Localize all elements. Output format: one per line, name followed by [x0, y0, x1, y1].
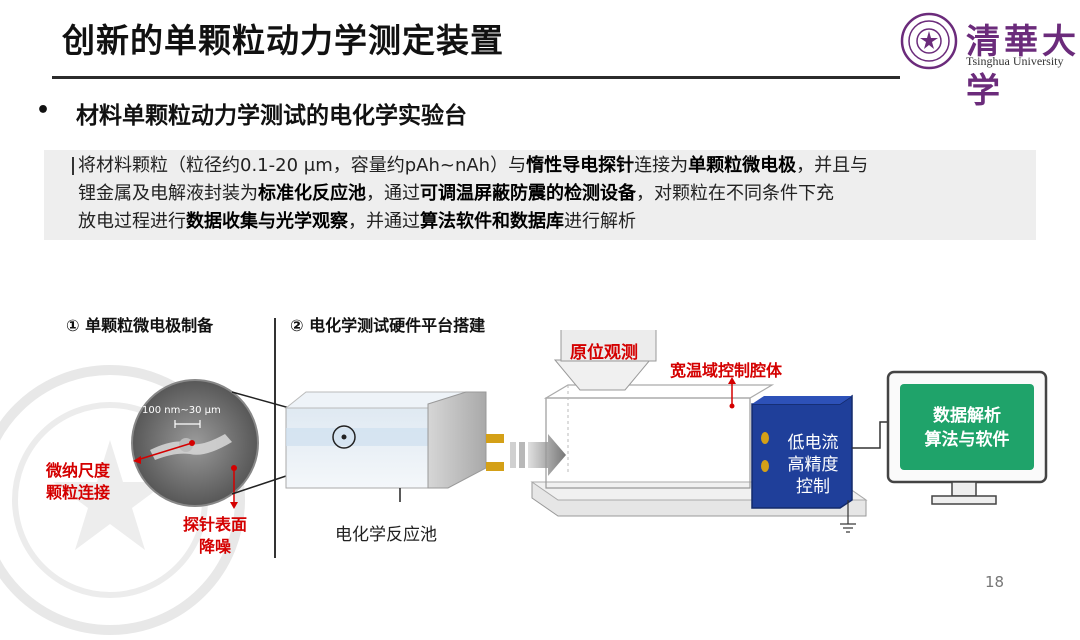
university-name-en: Tsinghua University: [966, 54, 1063, 69]
reaction-cell: [286, 408, 446, 488]
monitor-label: 数据解析 算法与软件: [900, 404, 1034, 452]
bullet-dot: •: [36, 98, 50, 123]
description-line-3: 放电过程进行数据收集与光学观察，并通过算法软件和数据库进行解析: [78, 208, 1038, 236]
scale-label: 100 nm~30 μm: [142, 405, 221, 416]
reaction-cell-label: 电化学反应池: [335, 520, 437, 545]
temperature-chamber: [546, 398, 750, 488]
insert-arrow: [528, 434, 566, 476]
bullet-heading: 材料单颗粒动力学测试的电化学实验台: [76, 96, 467, 130]
cell-cap: [428, 392, 486, 488]
cell-contact-bottom: [486, 462, 504, 471]
apparatus-diagram: [0, 330, 1080, 580]
description-text: 将材料颗粒（粒径约0.1-20 μm，容量约pAh~nAh）与惰性导电探针连接为…: [78, 152, 1038, 236]
title-underline: [52, 76, 900, 79]
university-seal-icon: [900, 12, 958, 70]
page-title: 创新的单颗粒动力学测定装置: [62, 14, 504, 62]
insitu-observation-label: 原位观测: [570, 338, 638, 363]
chamber-label: 宽温域控制腔体: [670, 357, 782, 381]
description-line-2: 锂金属及电解液封装为标准化反应池，通过可调温屏蔽防震的检测设备，对颗粒在不同条件…: [78, 180, 1038, 208]
label-particle-connection: 微纳尺度 颗粒连接: [46, 460, 110, 504]
description-line-1: 将材料颗粒（粒径约0.1-20 μm，容量约pAh~nAh）与惰性导电探针连接为…: [78, 152, 1038, 180]
cell-contact-top: [486, 434, 504, 443]
page-number: 18: [985, 573, 1004, 591]
label-probe-denoise: 探针表面 降噪: [183, 514, 247, 558]
controller-label: 低电流 高精度 控制: [778, 432, 848, 498]
description-marker: [72, 157, 74, 175]
